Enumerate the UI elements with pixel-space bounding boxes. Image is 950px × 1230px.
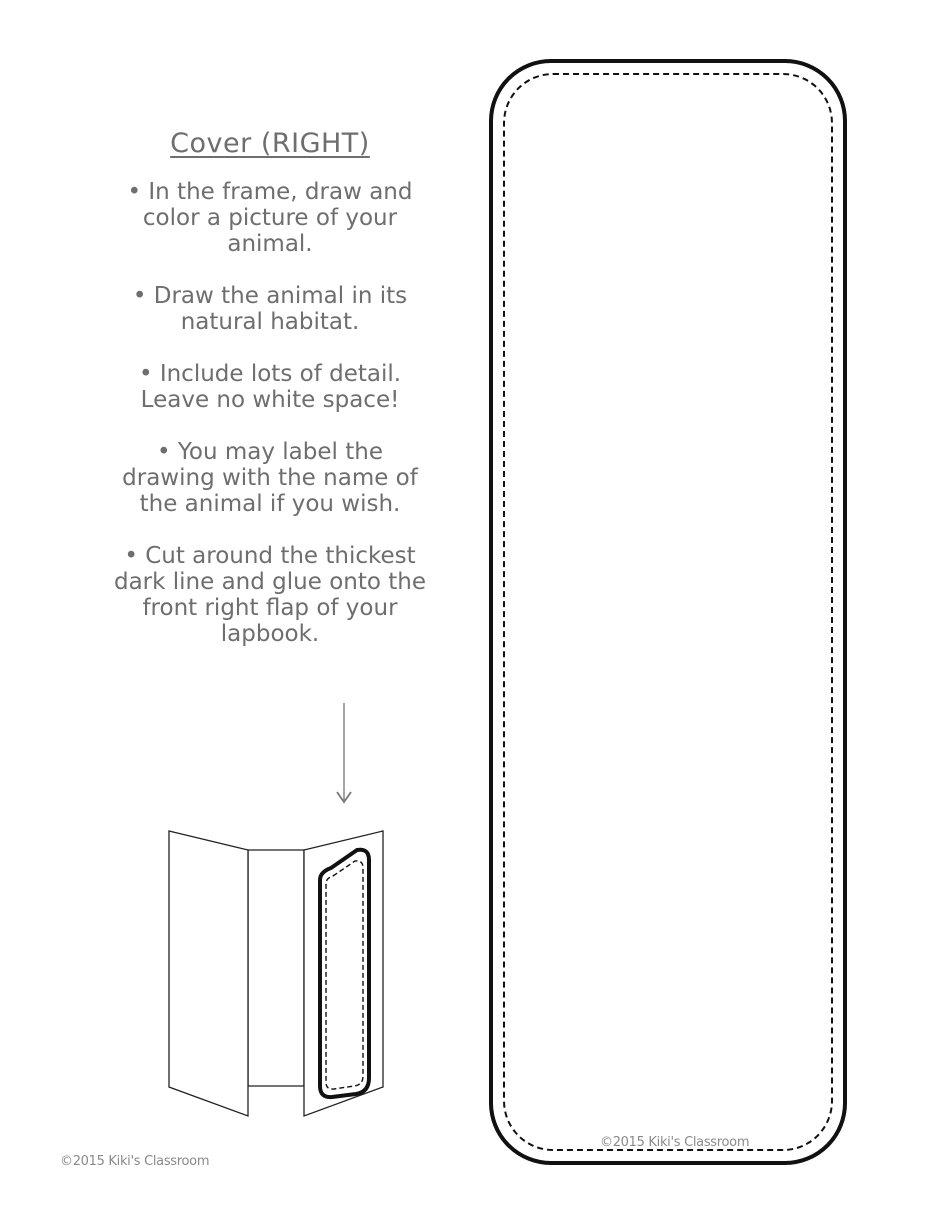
page-copyright: ©2015 Kiki's Classroom <box>60 1154 210 1169</box>
instruction-step-1: • In the frame, draw and color a picture… <box>127 179 413 257</box>
lapbook-left-flap <box>168 830 249 1117</box>
drawing-frame-dashed <box>503 73 833 1151</box>
instructions-panel: Cover (RIGHT) • In the frame, draw and c… <box>110 128 430 673</box>
lapbook-illustration <box>168 830 384 1117</box>
lapbook-mini-dashed-frame <box>325 860 364 1090</box>
arrow-down-icon <box>336 703 352 804</box>
instruction-step-5: • Cut around the thickest dark line and … <box>113 543 426 647</box>
lapbook-back-panel <box>247 849 305 1087</box>
page-title: Cover (RIGHT) <box>170 128 370 159</box>
frame-copyright: ©2015 Kiki's Classroom <box>600 1135 750 1150</box>
instruction-step-2: • Draw the animal in its natural habitat… <box>132 283 408 335</box>
lapbook-mini-frame <box>318 847 371 1100</box>
lapbook-right-flap <box>303 830 384 1117</box>
instruction-step-4: • You may label the drawing with the nam… <box>122 439 418 517</box>
instruction-step-3: • Include lots of detail. Leave no white… <box>138 361 402 413</box>
drawing-frame-outer[interactable] <box>489 59 847 1165</box>
